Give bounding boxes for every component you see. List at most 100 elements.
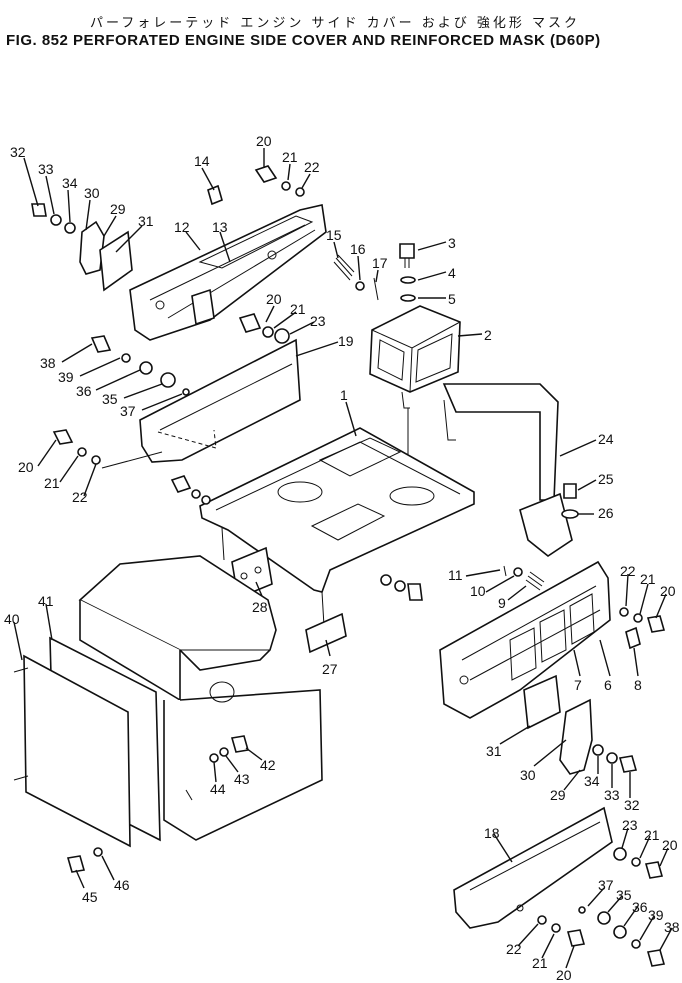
lower-guard-18 <box>453 806 613 929</box>
callout-36: 36 <box>76 383 92 399</box>
callout-14: 14 <box>194 153 210 169</box>
callout-20: 20 <box>556 967 572 983</box>
callout-33: 33 <box>604 787 620 803</box>
lower-guard-19 <box>139 338 301 463</box>
callout-37: 37 <box>120 403 136 419</box>
callout-32: 32 <box>624 797 640 813</box>
callout-38: 38 <box>40 355 56 371</box>
callout-21: 21 <box>532 955 548 971</box>
callout-33: 33 <box>38 161 54 177</box>
callout-29: 29 <box>110 201 126 217</box>
callout-2: 2 <box>484 327 492 343</box>
callout-21: 21 <box>640 571 656 587</box>
callout-21: 21 <box>290 301 306 317</box>
callout-6: 6 <box>604 677 612 693</box>
callout-40: 40 <box>4 611 20 627</box>
callout-9: 9 <box>498 595 506 611</box>
callout-42: 42 <box>260 757 276 773</box>
callout-37: 37 <box>598 877 614 893</box>
callout-38: 38 <box>664 919 680 935</box>
callout-4: 4 <box>448 265 456 281</box>
title-english: FIG. 852 PERFORATED ENGINE SIDE COVER AN… <box>6 32 601 49</box>
top-bolt-set <box>254 165 305 197</box>
left-bolt-set <box>90 335 190 396</box>
bolts-45-46 <box>66 847 103 873</box>
bottom-right-bolt-sets <box>537 847 666 967</box>
callout-30: 30 <box>520 767 536 783</box>
callout-27: 27 <box>322 661 338 677</box>
callout-22: 22 <box>304 159 320 175</box>
callout-5: 5 <box>448 291 456 307</box>
callout-36: 36 <box>632 899 648 915</box>
callout-8: 8 <box>634 677 642 693</box>
callout-32: 32 <box>10 144 26 160</box>
right-bracket-set <box>523 674 638 775</box>
perforated-cover <box>13 636 161 848</box>
callout-22: 22 <box>72 489 88 505</box>
callout-19: 19 <box>338 333 354 349</box>
upper-left-side-cover <box>129 184 327 341</box>
callout-39: 39 <box>58 369 74 385</box>
callout-31: 31 <box>138 213 154 229</box>
callout-21: 21 <box>644 827 660 843</box>
mid-bolt-set <box>238 313 290 344</box>
upper-left-bracket-set <box>31 203 133 292</box>
callout-34: 34 <box>62 175 78 191</box>
callout-3: 3 <box>448 235 456 251</box>
callout-7: 7 <box>574 677 582 693</box>
callout-31: 31 <box>486 743 502 759</box>
callout-20: 20 <box>18 459 34 475</box>
callout-35: 35 <box>616 887 632 903</box>
callout-17: 17 <box>372 255 388 271</box>
callout-15: 15 <box>326 227 342 243</box>
callout-20: 20 <box>256 133 272 149</box>
callout-28: 28 <box>252 599 268 615</box>
callout-23: 23 <box>310 313 326 329</box>
callout-41: 41 <box>38 593 54 609</box>
left-low-bolt-set <box>52 429 163 469</box>
engine-hood <box>78 555 323 841</box>
callout-22: 22 <box>620 563 636 579</box>
callout-11: 11 <box>448 567 463 583</box>
callout-26: 26 <box>598 505 614 521</box>
callout-22: 22 <box>506 941 522 957</box>
callout-23: 23 <box>622 817 638 833</box>
callout-39: 39 <box>648 907 664 923</box>
callout-44: 44 <box>210 781 226 797</box>
frame-bolt-row <box>380 574 423 601</box>
arch-frame-24 <box>442 383 579 557</box>
callout-1: 1 <box>340 387 348 403</box>
callout-43: 43 <box>234 771 250 787</box>
callout-16: 16 <box>350 241 366 257</box>
spring-9-washer-10-pin-11 <box>503 565 545 591</box>
leader-lines <box>13 148 673 969</box>
callout-numbers: 32 33 34 30 29 31 14 12 13 20 21 22 15 1… <box>4 133 680 983</box>
callout-13: 13 <box>212 219 228 235</box>
callout-35: 35 <box>102 391 118 407</box>
callout-34: 34 <box>584 773 600 789</box>
callout-29: 29 <box>550 787 566 803</box>
callout-25: 25 <box>598 471 614 487</box>
callout-20: 20 <box>266 291 282 307</box>
right-side-cover <box>439 560 641 719</box>
right-bolt-set <box>619 607 666 633</box>
spring-washer-pin <box>333 254 379 301</box>
callout-30: 30 <box>84 185 100 201</box>
main-frame-1 <box>170 427 475 627</box>
title-japanese: パーフォレーテッド エンジン サイド カバー および 強化形 マスク <box>90 16 581 31</box>
bolt-3-washers <box>399 243 416 302</box>
reinforced-mask-box <box>369 305 461 520</box>
callout-12: 12 <box>174 219 190 235</box>
callout-24: 24 <box>598 431 614 447</box>
plate-27 <box>305 612 347 654</box>
callout-21: 21 <box>44 475 60 491</box>
callout-18: 18 <box>484 825 500 841</box>
callout-10: 10 <box>470 583 486 599</box>
callout-45: 45 <box>82 889 98 905</box>
callout-20: 20 <box>662 837 678 853</box>
callout-21: 21 <box>282 149 298 165</box>
callout-46: 46 <box>114 877 130 893</box>
callout-20: 20 <box>660 583 676 599</box>
